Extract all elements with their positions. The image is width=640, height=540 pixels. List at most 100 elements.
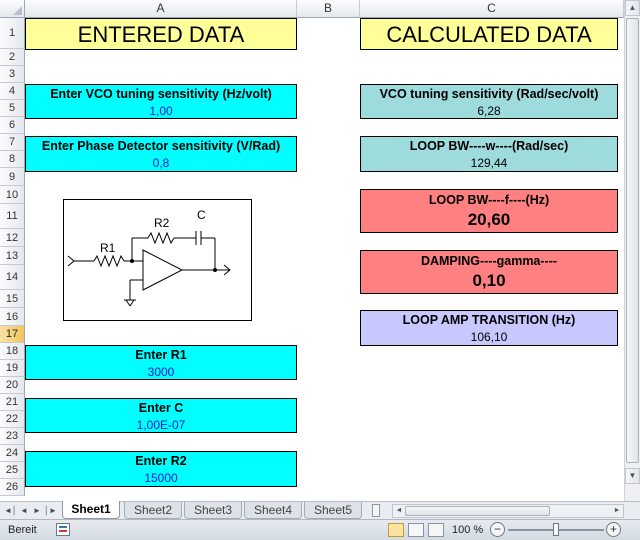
r2-input-value[interactable]: 15000 [144, 471, 178, 485]
loop-bw-w-label: LOOP BW----w----(Rad/sec) [409, 139, 569, 153]
row-header-8[interactable]: 8 [0, 151, 25, 168]
row-header-24[interactable]: 24 [0, 445, 25, 462]
row-header-26[interactable]: 26 [0, 479, 25, 496]
loop-bw-w-output-cell[interactable]: LOOP BW----w----(Rad/sec) 129,44 [360, 136, 618, 172]
r1-input-value[interactable]: 3000 [147, 365, 175, 379]
calculated-data-title: CALCULATED DATA [386, 22, 592, 47]
scroll-left-icon[interactable]: ◄ [395, 507, 403, 514]
vco-sensitivity-input-cell[interactable]: Enter VCO tuning sensitivity (Hz/volt) 1… [25, 84, 297, 119]
column-header-c[interactable]: C [360, 0, 624, 18]
loop-bw-f-label: LOOP BW----f----(Hz) [428, 193, 550, 207]
row-header-22[interactable]: 22 [0, 411, 25, 428]
vco-sensitivity-label: Enter VCO tuning sensitivity (Hz/volt) [50, 87, 272, 101]
normal-view-icon[interactable] [388, 523, 404, 537]
row-header-10[interactable]: 10 [0, 186, 25, 204]
sheet-tab-sheet3[interactable]: Sheet3 [184, 502, 242, 519]
row-header-15[interactable]: 15 [0, 290, 25, 308]
vco-sensitivity-value[interactable]: 1,00 [149, 104, 173, 118]
sheet-tab-sheet2[interactable]: Sheet2 [124, 502, 182, 519]
select-all-corner[interactable] [0, 0, 25, 18]
row-header-14[interactable]: 14 [0, 265, 25, 290]
loop-bw-f-output-cell[interactable]: LOOP BW----f----(Hz) 20,60 [360, 189, 618, 233]
ready-status: Bereit [8, 524, 37, 536]
damping-label: DAMPING----gamma---- [420, 254, 558, 268]
loop-amp-transition-label: LOOP AMP TRANSITION (Hz) [402, 313, 576, 327]
loop-amp-transition-output-cell[interactable]: LOOP AMP TRANSITION (Hz) 106,10 [360, 310, 618, 346]
spreadsheet-grid[interactable]: ENTERED DATA CALCULATED DATA Enter VCO t… [25, 18, 624, 501]
row-header-25[interactable]: 25 [0, 462, 25, 479]
zoom-in-icon[interactable]: + [606, 522, 621, 537]
r2-input-cell[interactable]: Enter R2 15000 [25, 451, 297, 487]
row-header-16[interactable]: 16 [0, 308, 25, 326]
loop-bw-w-value: 129,44 [470, 156, 508, 170]
sheet-tab-sheet5[interactable]: Sheet5 [304, 502, 362, 519]
entered-data-title-cell[interactable]: ENTERED DATA [25, 18, 297, 50]
scroll-down-icon[interactable]: ▼ [625, 468, 640, 484]
r2-label: R2 [154, 216, 170, 230]
row-header-11[interactable]: 11 [0, 204, 25, 229]
sheet-tab-sheet4[interactable]: Sheet4 [244, 502, 302, 519]
circuit-schematic: R1 R2 C [67, 208, 231, 307]
macro-record-icon[interactable] [56, 523, 70, 536]
column-header-b[interactable]: B [297, 0, 360, 18]
row-header-4[interactable]: 4 [0, 83, 25, 100]
tab-split-handle[interactable] [372, 504, 380, 517]
zoom-slider-knob[interactable] [553, 523, 559, 536]
page-layout-view-icon[interactable] [408, 523, 424, 537]
loop-bw-f-value: 20,60 [467, 210, 511, 229]
r1-label: R1 [100, 241, 116, 255]
c-input-cell[interactable]: Enter C 1,00E-07 [25, 398, 297, 433]
c-label: C [197, 208, 206, 222]
row-header-13[interactable]: 13 [0, 247, 25, 265]
row-header-20[interactable]: 20 [0, 377, 25, 394]
phase-detector-value[interactable]: 0,8 [152, 156, 170, 170]
row-header-18[interactable]: 18 [0, 343, 25, 360]
sheet-tab-bar: ◄│ ◄ ► │► Sheet1 Sheet2 Sheet3 Sheet4 Sh… [0, 501, 640, 519]
column-header-a[interactable]: A [25, 0, 297, 18]
row-header-3[interactable]: 3 [0, 66, 25, 83]
status-bar: Bereit 100 % − + [0, 519, 640, 540]
last-sheet-icon[interactable]: │► [44, 506, 57, 515]
prev-sheet-icon[interactable]: ◄ [20, 506, 28, 515]
vco-rad-label: VCO tuning sensitivity (Rad/sec/volt) [379, 87, 599, 101]
row-header-2[interactable]: 2 [0, 49, 25, 66]
row-header-17[interactable]: 17 [0, 326, 25, 343]
next-sheet-icon[interactable]: ► [33, 506, 41, 515]
row-header-1[interactable]: 1 [0, 18, 25, 49]
row-header-6[interactable]: 6 [0, 117, 25, 134]
r1-input-label: Enter R1 [135, 348, 187, 362]
horizontal-scroll-thumb[interactable] [405, 506, 550, 516]
zoom-level[interactable]: 100 % [452, 524, 484, 536]
phase-detector-input-cell[interactable]: Enter Phase Detector sensitivity (V/Rad)… [25, 136, 297, 172]
zoom-out-icon[interactable]: − [490, 522, 505, 537]
c-input-label: Enter C [138, 401, 184, 415]
row-header-12[interactable]: 12 [0, 229, 25, 247]
page-break-view-icon[interactable] [428, 523, 444, 537]
c-input-value[interactable]: 1,00E-07 [136, 418, 186, 432]
damping-value: 0,10 [472, 271, 506, 290]
phase-detector-label: Enter Phase Detector sensitivity (V/Rad) [41, 139, 281, 153]
scroll-up-icon[interactable]: ▲ [625, 0, 640, 16]
row-header-23[interactable]: 23 [0, 428, 25, 445]
row-header-7[interactable]: 7 [0, 134, 25, 151]
vco-rad-output-cell[interactable]: VCO tuning sensitivity (Rad/sec/volt) 6,… [360, 84, 618, 119]
calculated-data-title-cell[interactable]: CALCULATED DATA [360, 18, 618, 50]
row-header-5[interactable]: 5 [0, 100, 25, 117]
vertical-scrollbar[interactable]: ▲ ▼ [624, 0, 640, 501]
scroll-right-icon[interactable]: ► [613, 507, 621, 514]
sheet-tab-sheet1[interactable]: Sheet1 [62, 501, 120, 519]
first-sheet-icon[interactable]: ◄│ [4, 506, 17, 515]
r1-input-cell[interactable]: Enter R1 3000 [25, 345, 297, 380]
row-header-21[interactable]: 21 [0, 394, 25, 411]
row-header-19[interactable]: 19 [0, 360, 25, 377]
vertical-scroll-thumb[interactable] [626, 18, 639, 463]
loop-amp-transition-value: 106,10 [470, 330, 508, 344]
vco-rad-value: 6,28 [477, 104, 501, 118]
entered-data-title: ENTERED DATA [77, 22, 245, 47]
damping-output-cell[interactable]: DAMPING----gamma---- 0,10 [360, 250, 618, 294]
horizontal-scrollbar[interactable]: ◄ ► [392, 504, 624, 518]
r2-input-label: Enter R2 [135, 454, 187, 468]
row-header-9[interactable]: 9 [0, 168, 25, 186]
loop-filter-circuit-diagram: R1 R2 C [63, 199, 252, 321]
